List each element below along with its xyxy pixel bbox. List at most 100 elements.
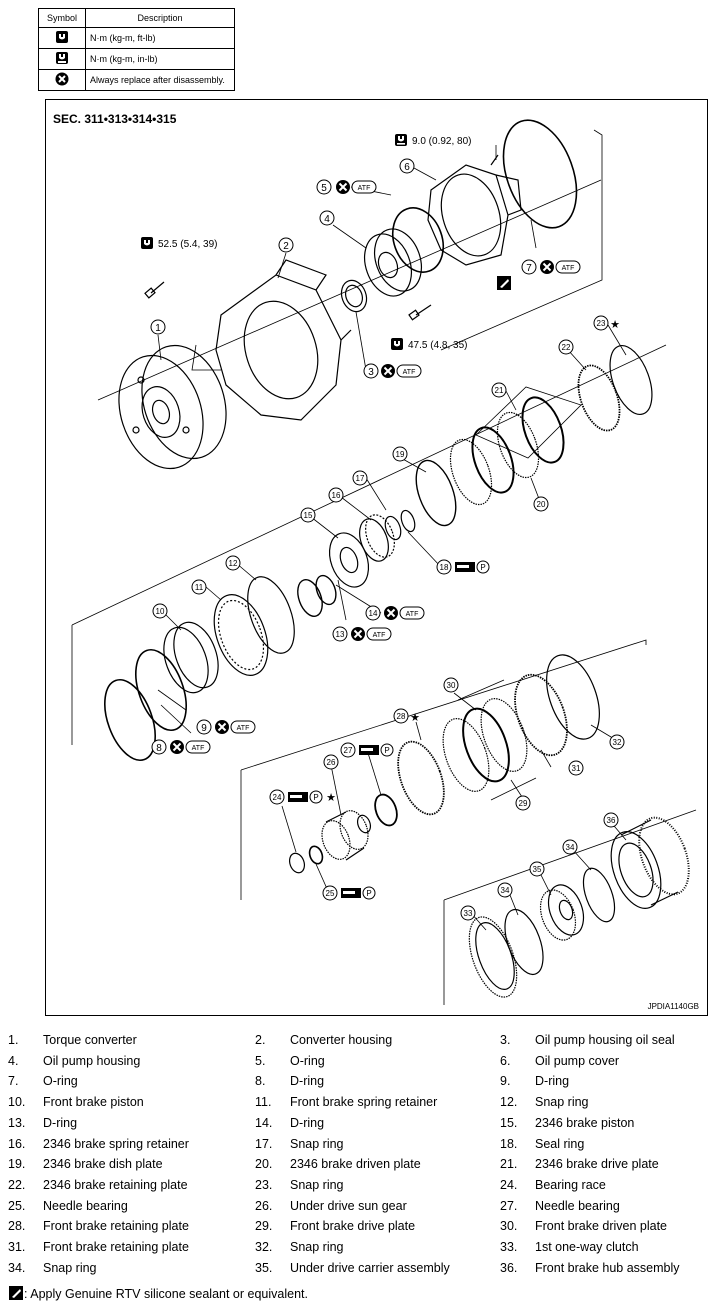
part-number: 18.: [500, 1136, 518, 1151]
part-number: 13.: [8, 1115, 26, 1130]
part-name: Front brake spring retainer: [290, 1095, 438, 1110]
part-name: Torque converter: [43, 1033, 137, 1047]
part-name: Front brake retaining plate: [43, 1219, 189, 1234]
svg-text:ATF: ATF: [192, 745, 205, 752]
part-number: 4.: [8, 1053, 19, 1068]
svg-text:24: 24: [273, 793, 282, 802]
part-number: 5.: [255, 1053, 266, 1068]
legend-row: N·m (kg-m, ft-lb): [38, 27, 235, 49]
callout-29: 29: [515, 795, 531, 811]
svg-text:23: 23: [597, 319, 606, 328]
callout-5: 5: [316, 179, 332, 195]
svg-text:29: 29: [519, 799, 528, 808]
sealant-icon: [497, 276, 511, 290]
svg-text:34: 34: [501, 886, 510, 895]
part-converter-housing: [215, 259, 352, 421]
callout-4: 4: [319, 210, 335, 226]
part-under-drive-carrier-assembly: [539, 884, 585, 941]
part-number: 30.: [500, 1219, 518, 1234]
star-mark: ★: [326, 792, 336, 804]
part-name: D-ring: [535, 1074, 570, 1089]
replace-atf-14: ATF: [383, 605, 425, 621]
sealant-note: : Apply Genuine RTV silicone sealant or …: [8, 1285, 308, 1301]
svg-text:5: 5: [321, 183, 327, 194]
part-number: 7.: [8, 1074, 19, 1089]
part-name: Needle bearing: [43, 1198, 128, 1213]
callout-15: 15: [300, 507, 316, 523]
callout-3: 3: [363, 363, 379, 379]
part-snap-ring-23: [609, 345, 653, 415]
replace-atf-7: ATF: [539, 259, 581, 275]
legend-row: Always replace after disassembly.: [38, 69, 235, 91]
svg-text:28: 28: [397, 712, 406, 721]
part-name: Snap ring: [290, 1136, 344, 1151]
part-under-drive-sun-gear: [321, 810, 372, 861]
legend-text: Always replace after disassembly.: [85, 69, 235, 91]
callout-26: 26: [323, 754, 339, 770]
part-number: 34.: [8, 1260, 26, 1275]
callout-31: 31: [568, 760, 584, 776]
svg-text:33: 33: [464, 909, 473, 918]
part-number: 11.: [255, 1095, 272, 1110]
part-name: O-ring: [43, 1074, 78, 1089]
part-oil-pump-housing: [364, 228, 422, 297]
part-snap-ring-32: [546, 654, 600, 740]
diagram-drawing: 1 2 3 4 5 6 7 8 9 10 11 12 13 14 15 16 1…: [71, 119, 697, 1005]
part-number: 15.: [500, 1115, 518, 1130]
part-name: Under drive sun gear: [290, 1198, 407, 1213]
part-front-brake-spring-retainer: [213, 594, 269, 676]
svg-text:8: 8: [156, 743, 162, 754]
part-name: Front brake driven plate: [535, 1219, 668, 1234]
part-number: 1.: [8, 1033, 19, 1047]
svg-text:ATF: ATF: [237, 725, 250, 732]
part-o-ring-7: [502, 119, 578, 229]
part-name: 2346 brake driven plate: [290, 1157, 421, 1172]
part-name: Oil pump housing oil seal: [535, 1033, 675, 1047]
part-number: 17.: [255, 1136, 273, 1151]
replace-atf-13: ATF: [350, 626, 392, 642]
part-number: 26.: [255, 1198, 273, 1213]
callout-16: 16: [328, 487, 344, 503]
part-number: 9.: [500, 1074, 511, 1089]
callout-30: 30: [443, 677, 459, 693]
replace-atf-3: ATF: [380, 363, 422, 379]
callout-21: 21: [491, 382, 507, 398]
grease-18: P: [455, 560, 490, 574]
callout-34a: 34: [497, 882, 513, 898]
svg-text:P: P: [366, 889, 371, 898]
svg-text:ATF: ATF: [373, 632, 386, 639]
part-2346-brake-piston: [328, 532, 370, 588]
part-name: Oil pump housing: [43, 1053, 141, 1068]
svg-text:36: 36: [607, 816, 616, 825]
figure-id: JPDIA1140GB: [647, 1002, 699, 1011]
svg-text:ATF: ATF: [406, 611, 419, 618]
part-needle-bearing-27: [374, 793, 398, 827]
svg-text:21: 21: [495, 386, 504, 395]
part-name: 2346 brake spring retainer: [43, 1136, 189, 1151]
part-name: O-ring: [290, 1053, 325, 1068]
legend-text: N·m (kg-m, ft-lb): [85, 27, 235, 49]
svg-text:35: 35: [533, 865, 542, 874]
callout-34b: 34: [562, 839, 578, 855]
part-name: Front brake retaining plate: [43, 1240, 189, 1254]
svg-text:1: 1: [155, 323, 161, 334]
part-number: 25.: [8, 1198, 26, 1213]
callout-19: 19: [392, 446, 408, 462]
part-number: 24.: [500, 1177, 518, 1192]
part-name: Snap ring: [290, 1177, 344, 1192]
svg-text:11: 11: [195, 583, 204, 592]
part-snap-ring-12: [247, 576, 295, 654]
part-name: Front brake piston: [43, 1095, 144, 1110]
part-number: 6.: [500, 1053, 511, 1068]
legend-header-symbol: Symbol: [38, 8, 86, 28]
svg-text:6: 6: [404, 162, 410, 173]
callout-13: 13: [332, 626, 348, 642]
leader-lines: [157, 145, 627, 931]
part-name: Converter housing: [290, 1033, 393, 1047]
part-name: Front brake hub assembly: [535, 1260, 680, 1275]
svg-text:26: 26: [327, 758, 336, 767]
callout-18: 18: [436, 559, 452, 575]
callout-14: 14: [365, 605, 381, 621]
svg-text:P: P: [480, 563, 485, 572]
part-name: D-ring: [290, 1115, 325, 1130]
